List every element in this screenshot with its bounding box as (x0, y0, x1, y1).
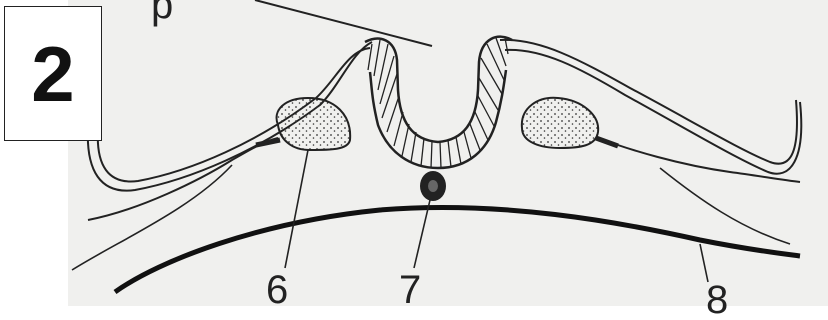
label-top: p (151, 0, 173, 27)
nerve-right (598, 138, 800, 182)
neural-plate-inner (370, 70, 506, 168)
panel-number-box: 2 (4, 6, 102, 141)
notochord-core (428, 180, 438, 192)
endoderm-line (115, 207, 800, 292)
neural-plate-striations (368, 38, 508, 168)
label-6: 6 (266, 268, 288, 312)
leader-line-6 (285, 150, 308, 268)
leader-line-top (255, 0, 432, 46)
label-7: 7 (399, 268, 421, 312)
panel-number: 2 (31, 35, 74, 113)
neural-plate-outer (365, 37, 512, 142)
label-8: 8 (706, 278, 728, 320)
ganglion-right (522, 98, 598, 148)
ganglion-left (277, 98, 351, 150)
mesoderm-line-right (660, 168, 790, 244)
nerve-root-left (256, 140, 280, 145)
leader-line-8 (700, 244, 708, 282)
nerve-root-right (596, 138, 618, 146)
